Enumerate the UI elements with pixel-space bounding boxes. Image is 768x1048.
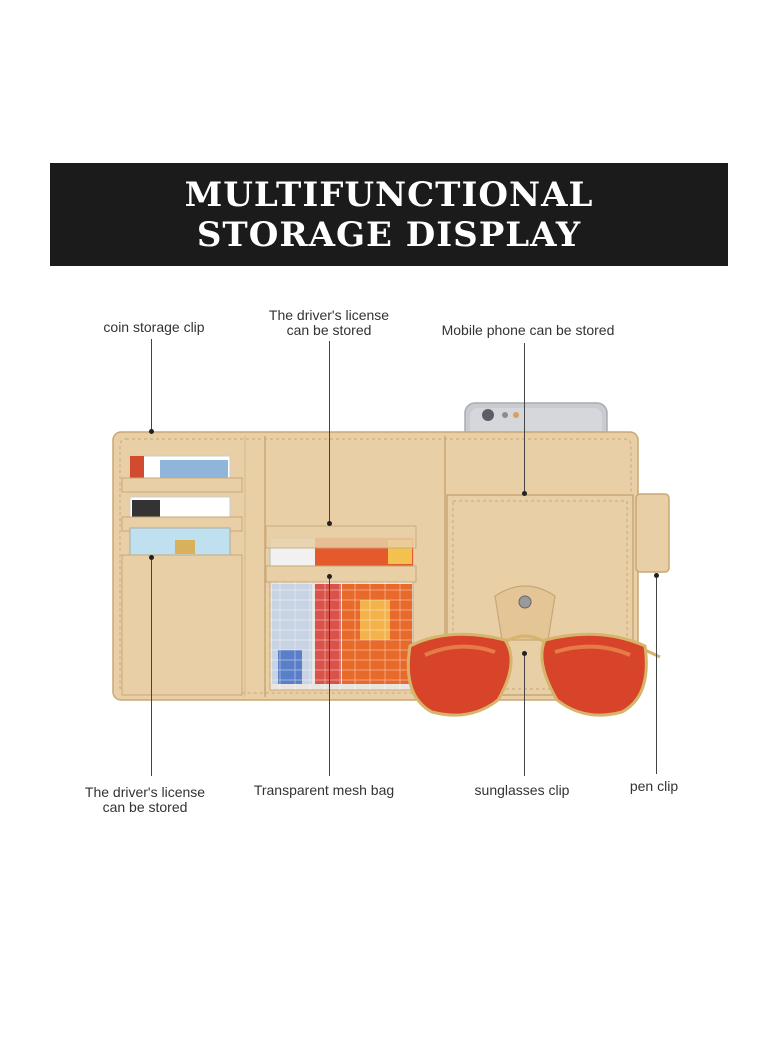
dot-license-bottom <box>149 555 154 560</box>
label-license-bottom-line1: The driver's license <box>84 784 206 800</box>
label-coin-clip: coin storage clip <box>103 319 205 335</box>
label-license-top-line1: The driver's license <box>268 307 390 323</box>
label-license-bottom-line2: can be stored <box>102 799 188 815</box>
label-phone: Mobile phone can be stored <box>441 322 615 338</box>
dot-phone <box>522 491 527 496</box>
leader-phone <box>524 343 525 493</box>
leader-pen-clip <box>656 578 657 774</box>
dot-sunglasses-clip <box>522 651 527 656</box>
middle-pockets <box>265 525 417 691</box>
left-card-slots <box>121 455 243 696</box>
sunglasses-image <box>406 632 661 717</box>
dot-coin-clip <box>149 429 154 434</box>
label-mesh-bag: Transparent mesh bag <box>253 782 395 798</box>
leader-sunglasses-clip <box>524 654 525 776</box>
leader-license-bottom <box>151 558 152 776</box>
label-pen-clip: pen clip <box>629 778 679 794</box>
title-banner: MULTIFUNCTIONAL STORAGE DISPLAY <box>50 163 728 266</box>
label-sunglasses-clip: sunglasses clip <box>474 782 570 798</box>
dot-license-top <box>327 521 332 526</box>
title-line-2: STORAGE DISPLAY <box>196 214 582 255</box>
leader-mesh-bag <box>329 577 330 776</box>
leader-license-top <box>329 341 330 524</box>
dot-mesh-bag <box>327 574 332 579</box>
title-line-1: MULTIFUNCTIONAL <box>184 174 594 215</box>
label-license-top-line2: can be stored <box>286 322 372 338</box>
leader-coin-clip <box>151 339 152 431</box>
dot-pen-clip <box>654 573 659 578</box>
